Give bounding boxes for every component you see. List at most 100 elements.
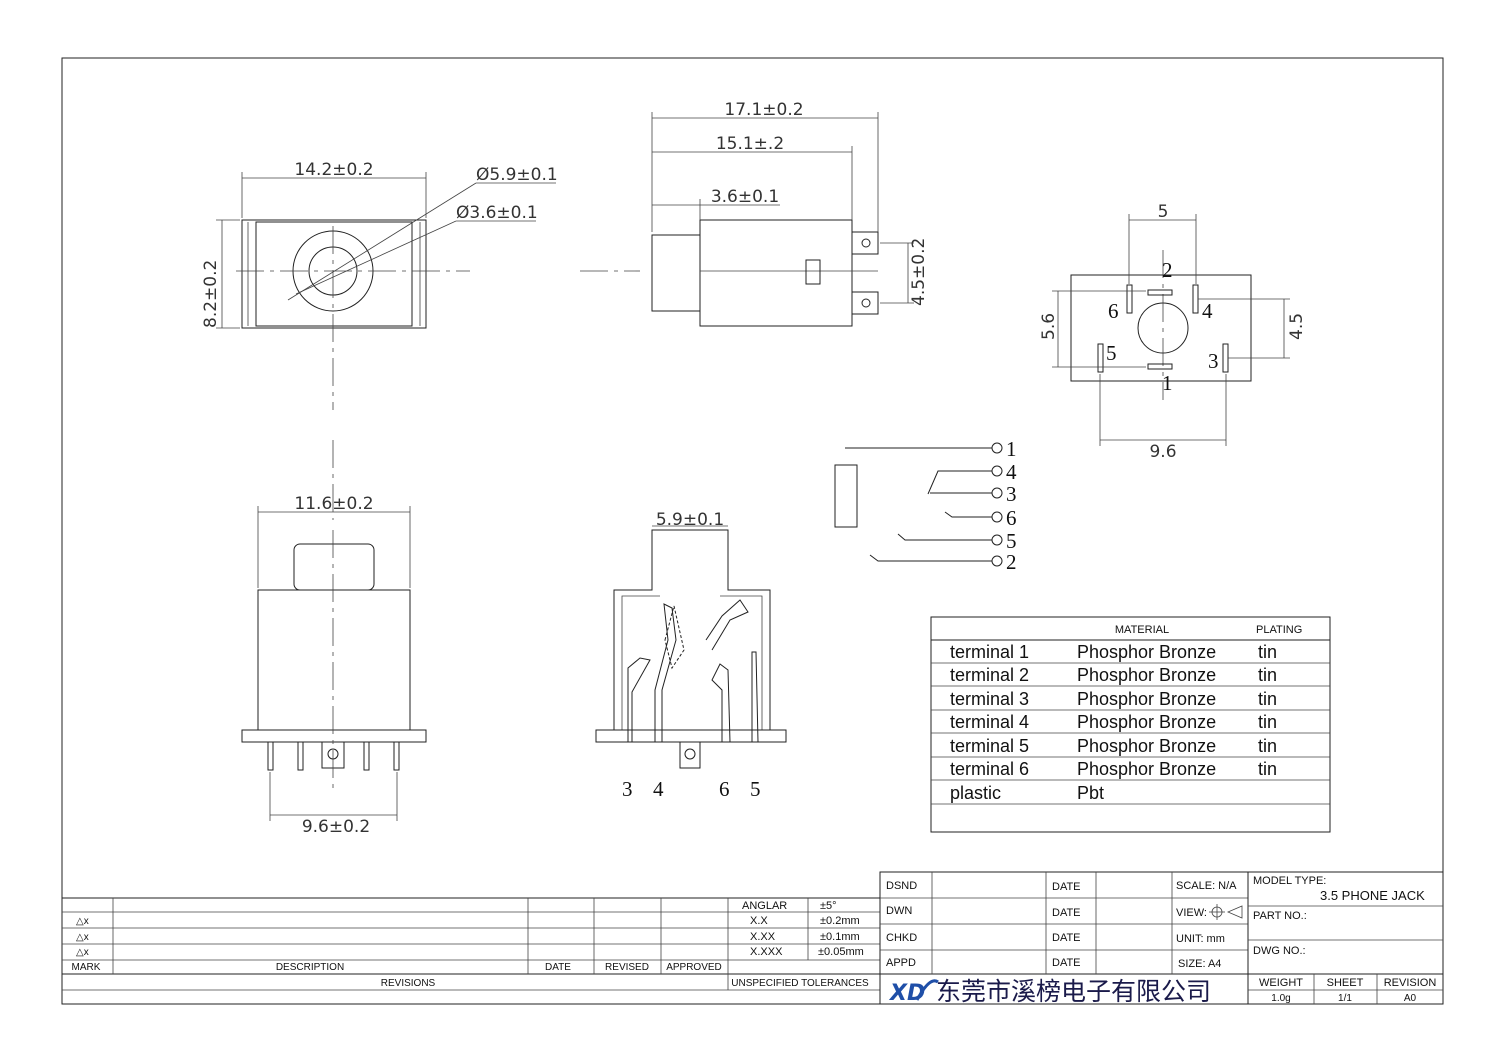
sheet-value: 1/1 bbox=[1338, 993, 1352, 1004]
revision-label: REVISION bbox=[1384, 977, 1437, 989]
bottom-width-dim: 11.6±0.2 bbox=[294, 494, 373, 514]
front-height-dim: 8.2±0.2 bbox=[201, 260, 221, 328]
signoff-date: DATE bbox=[1052, 932, 1081, 944]
unit-field: UNIT: mm bbox=[1176, 933, 1225, 945]
bottom-view: 11.6±0.2 9.6±0.2 bbox=[241, 494, 427, 837]
plating-value: tin bbox=[1258, 759, 1277, 779]
material-value: Phosphor Bronze bbox=[1077, 736, 1216, 756]
front-width-dim: 14.2±0.2 bbox=[294, 160, 373, 180]
signoff-label: APPD bbox=[886, 957, 916, 969]
section-pin-label: 5 bbox=[750, 777, 761, 801]
material-part: terminal 6 bbox=[950, 759, 1029, 779]
material-part: plastic bbox=[950, 783, 1001, 803]
pcb-pin-label: 6 bbox=[1108, 299, 1119, 323]
side-view: 17.1±0.2 15.1±.2 3.6±0.1 4.5±0.2 bbox=[580, 100, 929, 327]
revision-mark-row: △x bbox=[76, 916, 89, 927]
company-name: 东莞市溪榜电子有限公司 bbox=[936, 977, 1211, 1006]
side-pitch-dim: 4.5±0.2 bbox=[909, 238, 929, 306]
dwg-no-field: DWG NO.: bbox=[1253, 945, 1306, 957]
section-view: 5.9±0.1 3 4 6 5 bbox=[595, 510, 787, 801]
pcb-right-dim: 4.5 bbox=[1287, 313, 1307, 340]
section-pin-label: 4 bbox=[653, 777, 664, 801]
signoff-label: CHKD bbox=[886, 932, 917, 944]
model-type-value: 3.5 PHONE JACK bbox=[1320, 888, 1425, 903]
material-value: Phosphor Bronze bbox=[1077, 642, 1216, 662]
scale-field: SCALE: N/A bbox=[1176, 880, 1237, 892]
tolerance-label: X.XXX bbox=[750, 946, 783, 958]
schematic-pin-label: 6 bbox=[1006, 506, 1017, 530]
revised-header: REVISED bbox=[605, 962, 649, 973]
schematic: 1 4 3 6 5 2 bbox=[834, 437, 1017, 574]
front-view: 14.2±0.2 8.2±0.2 Ø5.9±0.1 Ø3.6±0.1 bbox=[201, 160, 558, 520]
revision-mark-row: △x bbox=[76, 932, 89, 943]
tolerance-label: ANGLAR bbox=[742, 900, 787, 912]
plating-value: tin bbox=[1258, 642, 1277, 662]
signoff-date: DATE bbox=[1052, 957, 1081, 969]
pcb-pin-label: 2 bbox=[1162, 258, 1173, 282]
material-value: Phosphor Bronze bbox=[1077, 689, 1216, 709]
weight-label: WEIGHT bbox=[1259, 977, 1303, 989]
pcb-pin-label: 5 bbox=[1106, 341, 1117, 365]
model-type-label: MODEL TYPE: bbox=[1253, 875, 1326, 887]
description-header: DESCRIPTION bbox=[276, 962, 344, 973]
section-pin-label: 6 bbox=[719, 777, 730, 801]
schematic-pin-label: 2 bbox=[1006, 550, 1017, 574]
part-no-field: PART NO.: bbox=[1253, 910, 1307, 922]
material-value: Pbt bbox=[1077, 783, 1104, 803]
material-value: Phosphor Bronze bbox=[1077, 759, 1216, 779]
approved-header: APPROVED bbox=[666, 962, 722, 973]
plating-header: PLATING bbox=[1256, 624, 1302, 636]
inner-diameter-dim: Ø3.6±0.1 bbox=[456, 203, 538, 223]
tolerance-value: ±0.1mm bbox=[820, 931, 860, 943]
side-body-dim: 15.1±.2 bbox=[716, 134, 784, 154]
material-table: MATERIAL PLATING terminal 1 Phosphor Bro… bbox=[930, 616, 1331, 833]
material-part: terminal 3 bbox=[950, 689, 1029, 709]
signoff-date: DATE bbox=[1052, 907, 1081, 919]
material-value: Phosphor Bronze bbox=[1077, 665, 1216, 685]
projection-icon bbox=[1209, 904, 1243, 920]
schematic-pin-label: 3 bbox=[1006, 482, 1017, 506]
material-part: terminal 1 bbox=[950, 642, 1029, 662]
side-nose-dim: 3.6±0.1 bbox=[711, 187, 779, 207]
material-part: terminal 5 bbox=[950, 736, 1029, 756]
size-field: SIZE: A4 bbox=[1178, 958, 1221, 970]
sheet-border bbox=[61, 57, 1444, 1005]
material-row: plastic Pbt bbox=[950, 783, 1104, 803]
section-pin-label: 3 bbox=[622, 777, 633, 801]
plating-value: tin bbox=[1258, 665, 1277, 685]
section-width-dim: 5.9±0.1 bbox=[656, 510, 724, 530]
material-row: terminal 4 Phosphor Bronze tin bbox=[950, 712, 1277, 732]
material-row: terminal 2 Phosphor Bronze tin bbox=[950, 665, 1277, 685]
tolerance-value: ±0.05mm bbox=[818, 946, 864, 958]
signoff-date: DATE bbox=[1052, 881, 1081, 893]
pcb-bottom-dim: 9.6 bbox=[1149, 442, 1176, 462]
pcb-pin-label: 4 bbox=[1202, 299, 1213, 323]
tolerance-value: ±5° bbox=[820, 900, 837, 912]
material-part: terminal 4 bbox=[950, 712, 1029, 732]
side-total-dim: 17.1±0.2 bbox=[724, 100, 803, 120]
revision-block: △x △x △x MARK DESCRIPTION DATE REVISED A… bbox=[62, 897, 880, 991]
title-block: DSND DWN CHKD APPD DATE DATE DATE DATE S… bbox=[879, 871, 1444, 1006]
plating-value: tin bbox=[1258, 736, 1277, 756]
material-row: terminal 1 Phosphor Bronze tin bbox=[950, 642, 1277, 662]
schematic-pin-label: 4 bbox=[1006, 460, 1017, 484]
schematic-pin-label: 5 bbox=[1006, 529, 1017, 553]
view-field: VIEW: bbox=[1176, 907, 1207, 919]
pcb-top-dim: 5 bbox=[1158, 202, 1169, 222]
pcb-pin-label: 3 bbox=[1208, 349, 1219, 373]
pcb-left-dim: 5.6 bbox=[1039, 313, 1059, 340]
weight-value: 1.0g bbox=[1271, 993, 1290, 1004]
sheet-label: SHEET bbox=[1327, 977, 1364, 989]
plating-value: tin bbox=[1258, 689, 1277, 709]
outer-diameter-dim: Ø5.9±0.1 bbox=[476, 165, 558, 185]
material-row: terminal 3 Phosphor Bronze tin bbox=[950, 689, 1277, 709]
date-header: DATE bbox=[545, 962, 571, 973]
company-logo: XD bbox=[888, 979, 939, 1006]
material-row: terminal 6 Phosphor Bronze tin bbox=[950, 759, 1277, 779]
tolerance-value: ±0.2mm bbox=[820, 915, 860, 927]
signoff-label: DSND bbox=[886, 880, 917, 892]
plating-value: tin bbox=[1258, 712, 1277, 732]
mark-header: MARK bbox=[72, 962, 101, 973]
revision-mark-row: △x bbox=[76, 947, 89, 958]
